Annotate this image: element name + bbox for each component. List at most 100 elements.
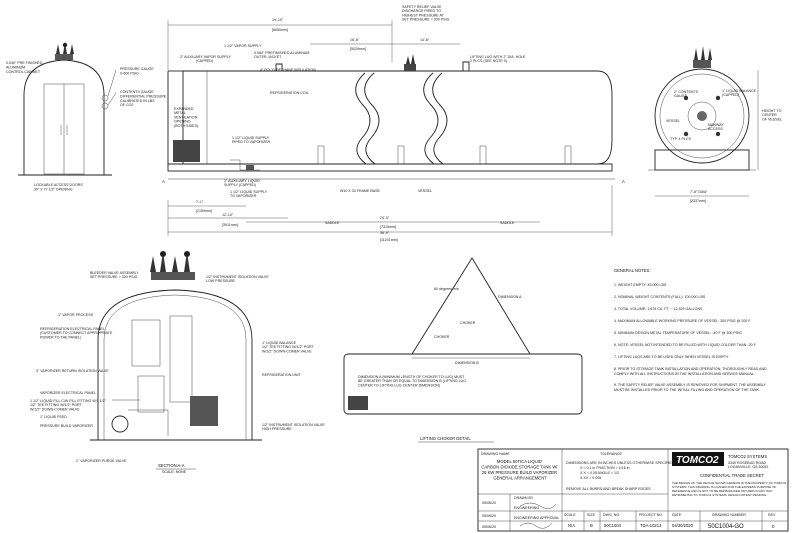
section-outline [97,289,253,440]
saddle-right [564,145,572,165]
dimension-16-6-mm: [5029mm] [350,47,366,51]
saddle-label-1: SADDLE [325,221,340,225]
dim-12-10: 12'-10" [222,213,234,217]
tank-jacket [182,70,613,165]
lifted-tank [343,353,583,415]
sheet-no-label: DRAWING NUMBER [712,513,746,517]
project-value: TDA-10213 [640,523,662,528]
section-mark-bottom: A [622,179,625,184]
section-mark-top: A [162,179,165,184]
base-width-dim-mm: [2337mm] [690,199,706,203]
liquid-balance-section-note: 1" LIQUID BALANCE 1/2" TEE FITTING W/1/2… [262,341,315,353]
top-dimension-mm: [6050mm] [272,28,288,32]
note-8: 8. PRIOR TO STORAGE TANK INSTALLATION AN… [614,367,767,371]
section-title: SECTION A-A [158,463,185,468]
pressure-build-note: PRESSURE BUILD VAPORIZER [40,424,93,428]
top-dimension: 19'-10" [272,18,284,22]
finish-note: REMOVE ALL BURRS AND BREAK SHARP EDGES [566,487,651,491]
liquid-fill-note: 1 1/2" LIQUID FILL C/W FILL FITTING W/1 … [30,399,107,411]
lifting-lug-note: LIFTING LUG WITH 2" DIA. HOLE 2 PLCS (SE… [470,55,526,63]
note-3: 3. TOTAL VOLUME: 1,675 CU. FT. ~ 12,529 … [614,307,703,311]
dimension-14-8: 14'-8" [420,38,430,42]
choker-label: CHOKER [434,335,450,339]
date-row-3: 05/06/20 [482,525,496,529]
company-address: 3340 ROSEBUD ROAD LOGANVILLE, GA 30052 [728,461,768,469]
title-block: DRAWING NAME MODEL 50TICA LIQUID CARBON … [477,448,789,532]
side-elevation: 19'-10" [6050mm] 16'-6" [5029mm] 14'-8" [162,5,625,242]
date-row-1: 05/06/20 [482,501,496,505]
vessel-note: VESSEL [418,189,432,193]
vaporizer-panel-note: VAPORIZER ELECTRICAL PANEL [40,391,96,395]
confidential-text: THE DESIGN OF THE DEVICE SHOWN HEREON IS… [672,481,787,497]
note-4: 4. MAXIMUM ALLOWABLE WORKING PRESSURE OF… [614,319,751,323]
instrument-valve-high-note: 1/2" INSTRUMENT ISOLATION VALVE HIGH PRE… [262,423,326,431]
height-note: HEIGHT TO CENTER OF VESSEL [762,109,782,121]
lifting-note: DIMENSION A (MINIMUM LENGTH OF CHOKER TO… [358,375,467,387]
scale-value: N/A [568,523,575,528]
pressure-gauge-icon [101,94,109,102]
contents-gauge-end-note: 2" CONTENTS GAUGE [674,90,699,98]
bleeder-note: BLEEDER VALVE ASSEMBLY SET PRESSURE = 30… [90,271,140,279]
purge-valve-note: 1" VAPORIZER PURGE VALVE [76,459,127,463]
note-8-cont: COMPLY WITH ALL INSTRUCTIONS IN THE INST… [614,372,755,376]
manway-icon [687,101,717,131]
dim-b-label: DIMENSION B [455,361,479,365]
drawing-name-label: DRAWING NAME [481,452,510,456]
refrigeration-panel [131,319,161,367]
size-value: B [590,523,593,528]
contents-gauge-icon [101,102,109,110]
relief-note: SAFETY RELIEF VALVE DISCHARGE PIPED TO H… [402,5,450,22]
enclosure-note: 0.040" PRE FINISHED ALUMINUM CONTROL CAB… [6,61,43,74]
choker-triangle [411,257,531,355]
role-label-approval: ENGINEERING APPROVAL [514,516,559,520]
general-notes: GENERAL NOTES: 1. WEIGHT EMPTY: 45,000 L… [614,268,767,392]
manway-note: MANWAY ACCESS [708,123,725,131]
size-label: SIZE [587,513,596,517]
end-relief-valve-icon [693,46,712,68]
dwg-no-value: 50C1004 [604,523,622,528]
dwg-no-label: DWG. NO. [603,513,620,517]
jacket-note: 0.063" PREFINISHED ALUMINUM OUTER JACKET [254,51,310,59]
date-row-2: 05/06/20 [482,514,496,518]
lifting-title: LIFTING CHOKER DETAIL [420,436,471,441]
note-6: 6. NOTE: VESSEL NOT INTENDED TO BE FILLE… [614,343,757,347]
sheet-no-value: 50C1004-GO [708,524,744,530]
section-scale: SCALE: NONE [162,470,187,474]
vessel-pipe-column [169,315,193,403]
note-5: 5. MINIMUM DESIGN METAL TEMPERATURE OF V… [614,331,742,335]
lifting-choker-detail: DIMENSION B DIMENSION A 60 degrees min C… [343,257,583,443]
company-logo [672,452,724,466]
dim-7-1: 7'-1" [196,200,204,204]
vapor-supply-note: 1 1/2" VAPOR SUPPLY [224,44,262,48]
note-9: 9. THE SAFETY RELIEF VALVE ASSEMBLY IS R… [614,383,766,387]
end-view-base [654,149,750,171]
contents-gauge-note: CONTENTS GAUGE DIFFERENTIAL PRESSURE CAL… [120,90,167,107]
vessel-end-note: VESSEL [666,119,680,123]
liquid-supply-2-note: 1 1/2" LIQUID SUPPLY TO VAPORIZER [230,190,268,198]
frame-base-note: W10 X 33 FRAME BASE [340,189,381,193]
project-label: PROJECT NO. [639,513,663,517]
general-notes-title: GENERAL NOTES: [614,268,651,273]
instrument-valve-low-note: 1/2" INSTRUMENT ISOLATION VALVE LOW PRES… [206,275,270,283]
scale-label: SCALE [564,513,576,517]
doors-note: LOCKABLE ACCESS DOORS 30" X 77 1/2" OPEN… [34,183,84,191]
pressure-gauge-note: PRESSURE GAUGE 0-600 PSIG [120,67,155,75]
company-logo-text: TOMCO2 [676,455,719,466]
saddle-left [317,145,325,165]
refrig-unit-note: REFRIGERATION UNIT [262,373,301,377]
end-view: 1" LIQUID BALANCE (CAPPED) 2" CONTENTS G… [648,46,782,203]
date-value: 04/30/2020 [672,523,694,528]
relief-valve-icon [55,42,74,60]
aux-vapor-note: 2" AUXILIARY VAPOR SUPPLY (CAPPED) [180,55,232,63]
note-7: 7. LIFTING LUGS ARE TO BE USED ONLY WHEN… [614,355,729,359]
refrig-panel-note: REFRIGERATION ELECTRICAL PANEL (CUSTOMER… [40,327,113,339]
section-a-a: BLEEDER VALVE ASSEMBLY SET PRESSURE = 30… [30,251,326,474]
dim-7-1-mm: [2159mm] [196,209,212,213]
role-label-drawn: DRAWN BY [514,496,534,500]
refrigeration-unit [190,396,218,426]
note-1: 1. WEIGHT EMPTY: 45,000 LBS [614,283,667,287]
aux-liquid-note: 2" AUXILIARY LIQUID SUPPLY (CAPPED) [224,179,261,187]
dim-36-9-mm: [11201mm] [380,238,398,242]
note-2: 2. NOMINAL WEIGHT CONTENTS (FULL): 100,0… [614,295,706,299]
